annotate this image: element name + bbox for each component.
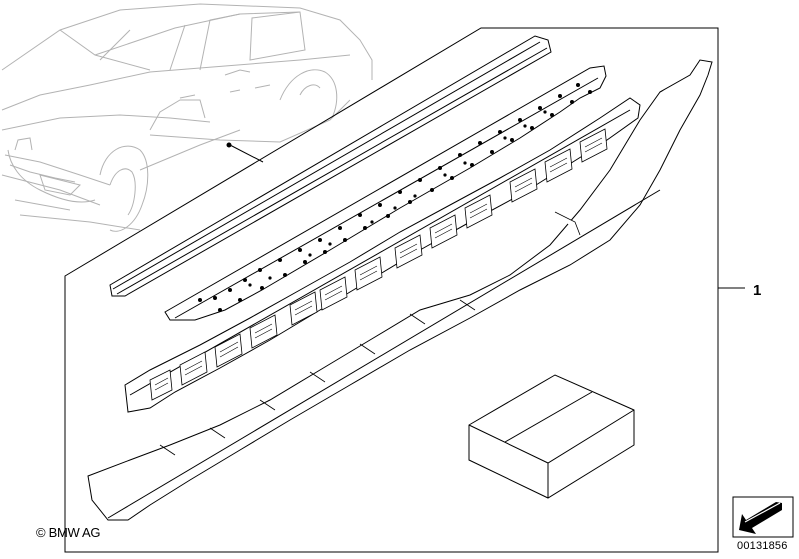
leader-line xyxy=(226,142,264,163)
mounting-bracket xyxy=(124,97,641,413)
side-trim-panel xyxy=(87,59,713,521)
running-board xyxy=(164,65,607,321)
vehicle-sketch xyxy=(1,3,373,232)
callout-number: 1 xyxy=(753,282,762,299)
kit-frame xyxy=(64,27,745,553)
rail-strip xyxy=(109,35,552,297)
package-box xyxy=(468,374,635,499)
arrow-down-left-icon[interactable] xyxy=(732,496,794,538)
diagram-id: 00131856 xyxy=(737,540,788,552)
copyright-text: © BMW AG xyxy=(36,525,101,540)
